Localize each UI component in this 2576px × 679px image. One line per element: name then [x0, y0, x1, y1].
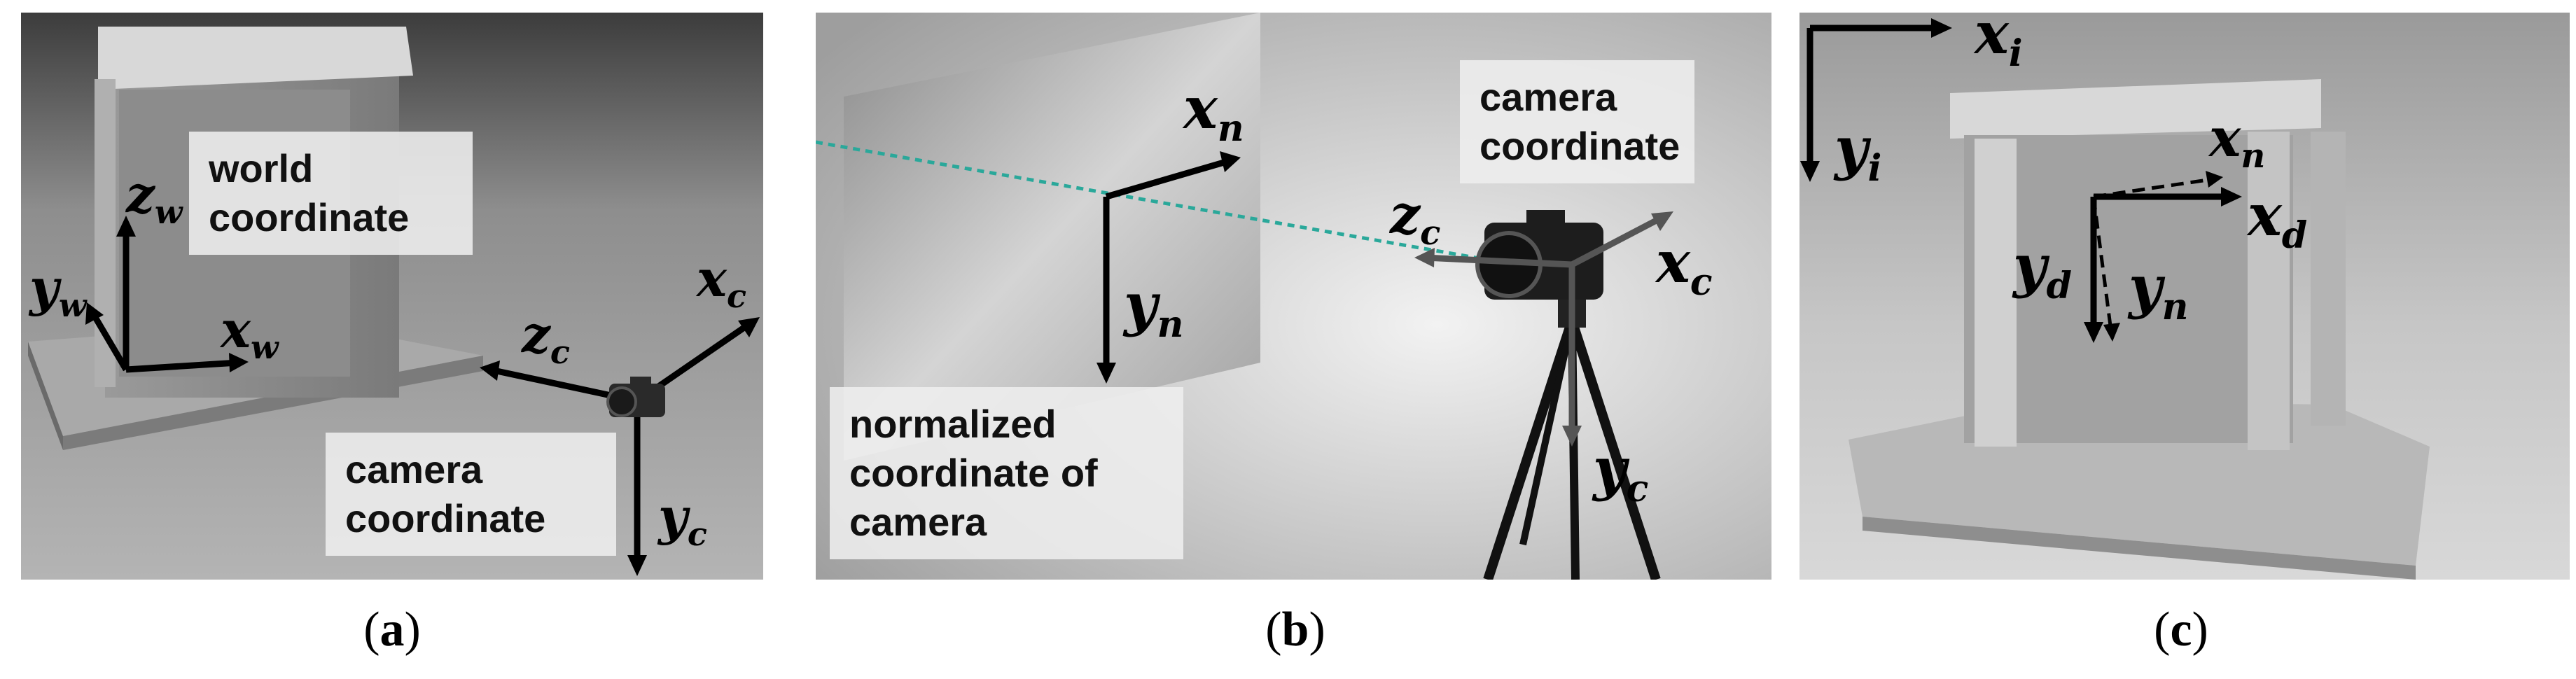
- zc-arrowhead-a: [480, 360, 500, 381]
- xd-arrowhead: [2221, 187, 2242, 206]
- world-axes: [88, 226, 239, 373]
- yi-axis-label: yi: [1833, 115, 1881, 190]
- yd-arrowhead: [2084, 322, 2103, 343]
- panel-c-scene: xi yi xn xd yd yn: [1799, 13, 2570, 580]
- yc-arrowhead-b: [1562, 426, 1582, 447]
- xw-axis-label: xw: [219, 300, 279, 366]
- xi-axis-label: xi: [1973, 13, 2023, 75]
- yc-axis-label-b: yc: [1592, 435, 1648, 510]
- normalized-label-line-3: camera: [849, 500, 987, 544]
- yn-axis-line-c: [2091, 196, 2113, 332]
- xn-axis-line-c: [2093, 177, 2213, 199]
- caption-c-letter: c: [2170, 603, 2192, 657]
- camera-icon-a: [606, 377, 665, 417]
- yn-axis-label-c: yn: [2127, 253, 2188, 328]
- base-slab-edge: [1863, 517, 2416, 580]
- distorted-axes: [2090, 193, 2230, 331]
- yd-axis-label: yd: [2012, 232, 2072, 307]
- zc-axis-line-b: [1424, 254, 1573, 268]
- normalized-axes: [1103, 158, 1230, 373]
- zc-arrowhead-b: [1414, 248, 1435, 267]
- camera-label-b-line-2: coordinate: [1480, 124, 1680, 168]
- normalized-label-line-1: normalized: [849, 402, 1057, 446]
- xw-axis-line: [125, 359, 239, 373]
- xd-axis-label: xd: [2246, 182, 2307, 257]
- camera-label-b-line-1: camera: [1480, 75, 1617, 119]
- xn-arrowhead-b: [1220, 151, 1241, 172]
- world-box-lid: [98, 27, 413, 90]
- panel-a: zw yw xw zc xc yc world coordinate camer…: [21, 13, 763, 580]
- xw-arrowhead: [229, 353, 249, 372]
- xn-axis-line-b: [1105, 158, 1230, 200]
- panel-a-scene: zw yw xw zc xc yc: [21, 13, 763, 580]
- caption-c: (c): [2154, 603, 2208, 657]
- xc-axis-label-a: xc: [695, 248, 746, 315]
- yn-arrowhead-c: [2103, 323, 2120, 342]
- xi-arrowhead: [1931, 18, 1952, 38]
- structure-right-post: [2248, 132, 2290, 450]
- yw-axis-label: yw: [28, 258, 88, 324]
- panel-b: xn yn zc xc yc camera coordinate normali…: [816, 13, 1771, 580]
- structure-roof: [1950, 79, 2321, 139]
- yw-arrowhead: [85, 302, 104, 325]
- caption-a: (a): [363, 603, 421, 657]
- yc-arrowhead-a: [627, 555, 647, 576]
- yn-axis-label-b: yn: [1122, 271, 1183, 346]
- xn-axis-label-b: xn: [1182, 75, 1244, 150]
- xc-arrowhead-b: [1651, 211, 1673, 231]
- camera-coordinate-label-a: camera coordinate: [326, 433, 616, 556]
- world-label-line-2: coordinate: [209, 195, 410, 239]
- zc-axis-label-b: zc: [1388, 183, 1440, 253]
- zw-arrowhead: [116, 216, 136, 237]
- structure-back: [1964, 135, 2293, 443]
- world-label-line-1: world: [209, 146, 314, 190]
- caption-a-letter: a: [380, 603, 405, 657]
- zc-axis-label-a: zc: [520, 304, 570, 371]
- caption-b: (b): [1265, 603, 1325, 657]
- normalized-label-line-2: coordinate of: [849, 451, 1098, 495]
- camera-label-a-line-2: coordinate: [345, 496, 546, 540]
- yc-axis-label-a: yc: [657, 486, 707, 553]
- normalized-axes-c: [2091, 177, 2213, 332]
- xc-axis-label-b: xc: [1655, 229, 1713, 304]
- yw-axis-line: [88, 308, 129, 372]
- image-axes: [1806, 24, 1940, 170]
- panel-c: xi yi xn xd yd yn: [1799, 13, 2570, 580]
- normalized-image-plane: [844, 13, 1260, 461]
- structure-back-post: [2311, 132, 2346, 426]
- yn-arrowhead-b: [1096, 363, 1116, 384]
- camera-label-a-line-1: camera: [345, 447, 483, 491]
- xc-axis-line-b: [1570, 214, 1665, 267]
- xn-arrowhead-c: [2206, 171, 2223, 188]
- camera-axes-b: [1424, 214, 1665, 436]
- floor-slab-edge: [28, 342, 63, 450]
- camera-coordinate-label-b: camera coordinate: [1460, 60, 1694, 183]
- projection-ray: [816, 140, 1576, 277]
- zw-axis-label: zw: [125, 164, 183, 231]
- structure-left-post: [1975, 139, 2017, 447]
- xc-arrowhead-a: [738, 317, 760, 337]
- caption-b-letter: b: [1281, 603, 1309, 657]
- world-coordinate-label: world coordinate: [189, 132, 473, 255]
- xn-axis-label-c: xn: [2208, 106, 2265, 176]
- normalized-coordinate-label: normalized coordinate of camera: [830, 387, 1183, 559]
- yi-arrowhead: [1800, 161, 1820, 182]
